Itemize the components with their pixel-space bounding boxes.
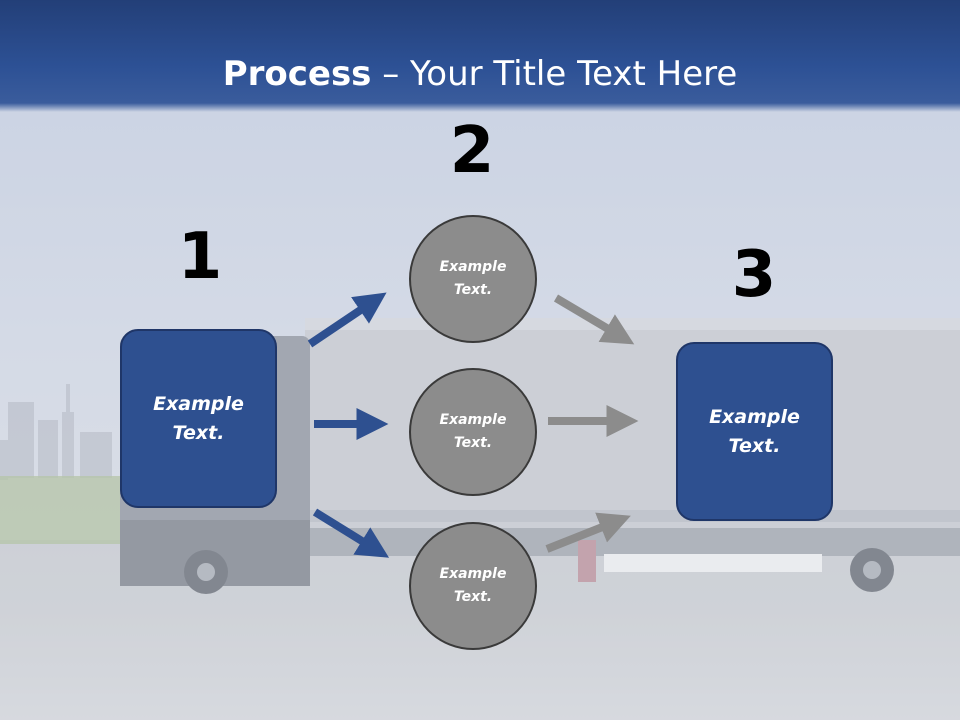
slide-title: Process – Your Title Text Here — [0, 52, 960, 96]
title-bold: Process — [222, 54, 372, 94]
step2-circle-bottom: Example Text. — [409, 522, 537, 650]
step1-text: Example Text. — [153, 392, 244, 444]
step-number-1: 1 — [177, 220, 223, 294]
step1-box: Example Text. — [120, 329, 277, 508]
step2-circle-top: Example Text. — [409, 215, 537, 343]
step2-circle-middle: Example Text. — [409, 368, 537, 496]
circle-text: Example Text. — [439, 566, 507, 605]
step3-text: Example Text. — [709, 405, 800, 457]
arrow-converge-down — [553, 294, 635, 345]
arrow-down-right — [312, 508, 390, 558]
title-bar — [0, 0, 960, 112]
step-number-3: 3 — [731, 238, 777, 312]
step3-box: Example Text. — [676, 342, 833, 521]
circle-text: Example Text. — [439, 259, 507, 298]
arrow-converge-up — [545, 512, 631, 553]
circle-text: Example Text. — [439, 412, 507, 451]
arrow-up-right — [307, 292, 387, 348]
step-number-2: 2 — [449, 114, 495, 188]
title-rest: – Your Title Text Here — [371, 54, 738, 94]
